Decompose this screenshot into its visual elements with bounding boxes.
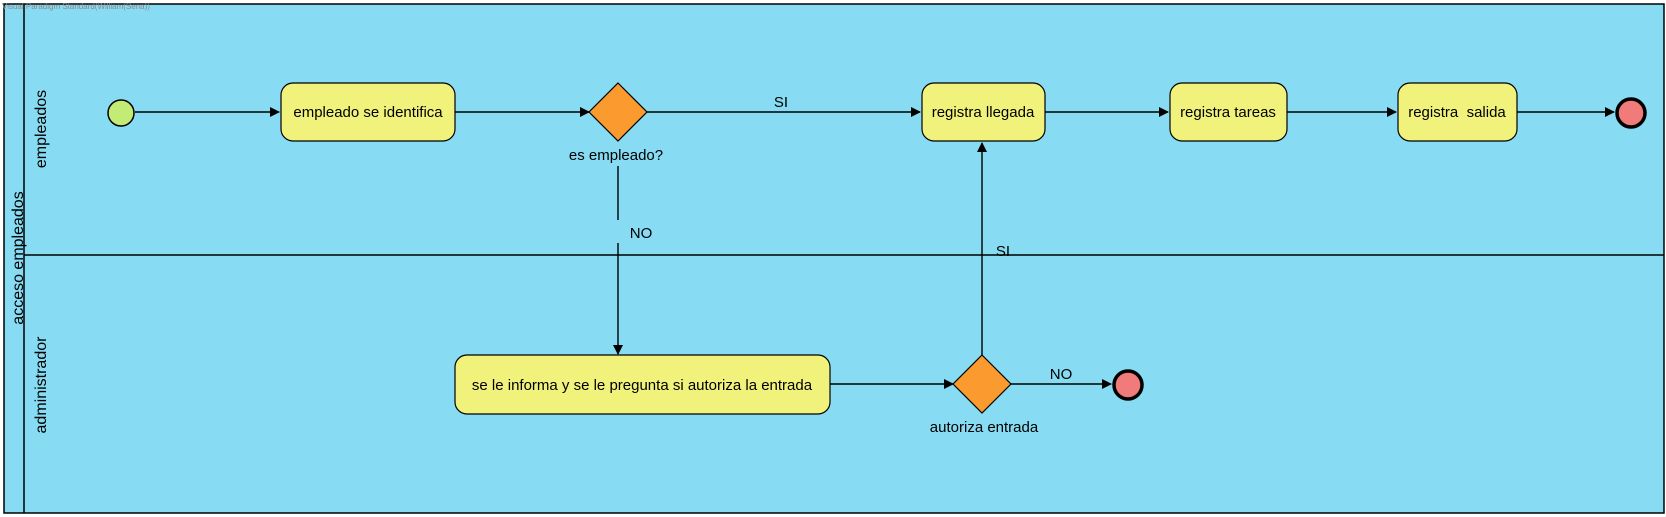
task-label: empleado se identifica [293,104,443,121]
task-label: registra salida [1408,104,1506,121]
task-registra-salida[interactable]: registra salida [1397,82,1518,142]
flow-label-si-es-empleado: SI [774,94,788,111]
watermark: Visual Paradigm Standard(William(Sena)) [2,2,150,11]
gateway-es-empleado[interactable]: es empleado? [569,82,663,164]
gateway-autoriza-entrada[interactable]: autoriza entrada [930,354,1039,436]
gateway-label: autoriza entrada [930,419,1039,436]
task-label: se le informa y se le pregunta si autori… [472,377,813,394]
task-empleado-se-identifica[interactable]: empleado se identifica [280,82,456,142]
end-event-administrador[interactable] [1112,369,1144,401]
lane-label-empleados: empleados [33,90,50,168]
pool-label: acceso empleados [10,191,27,324]
task-label: registra llegada [932,104,1035,121]
start-event[interactable] [107,99,135,127]
task-se-le-informa[interactable]: se le informa y se le pregunta si autori… [454,354,831,415]
flow-label-no-es-empleado: NO [630,225,653,242]
lane-label-administrador: administrador [33,336,50,434]
gateway-label: es empleado? [569,147,663,164]
flow-label-no-autoriza: NO [1050,366,1073,383]
flow-label-si-autoriza: SI [996,243,1010,260]
task-label: registra tareas [1180,104,1276,121]
task-registra-llegada[interactable]: registra llegada [921,82,1046,142]
end-event-empleados[interactable] [1615,97,1647,129]
task-registra-tareas[interactable]: registra tareas [1169,82,1288,142]
pool [3,3,1665,514]
